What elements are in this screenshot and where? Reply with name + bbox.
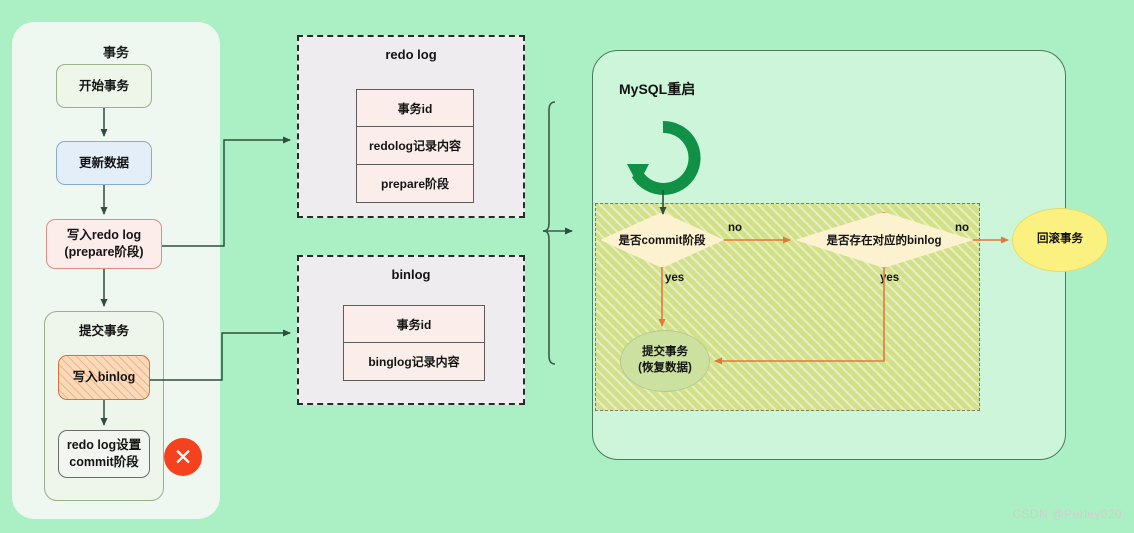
node-update-data[interactable]: 更新数据 (56, 141, 152, 185)
failure-cross-icon: ✕ (164, 438, 202, 476)
node-start-transaction-label: 开始事务 (78, 78, 129, 93)
edge-label-no-1: no (728, 222, 743, 234)
redo-log-row-prepare: prepare阶段 (380, 176, 450, 191)
mysql-restart-title: MySQL重启 (619, 81, 696, 97)
edge-label-yes-1: yes (665, 272, 685, 284)
node-redo-log-set-commit[interactable]: redo log设置 commit阶段 (58, 430, 150, 478)
decision-is-commit-stage-label: 是否commit阶段 (618, 235, 706, 247)
node-redo-log-set-commit-line2: commit阶段 (69, 455, 139, 469)
binlog-panel: binlog 事务id binglog记录内容 (297, 255, 525, 405)
node-write-redo-log-line2: (prepare阶段) (64, 245, 144, 259)
grouping-brace (542, 101, 556, 365)
outcome-commit-line1: 提交事务 (641, 346, 688, 359)
failure-cross-glyph: ✕ (173, 443, 193, 470)
redo-log-panel: redo log 事务id redolog记录内容 prepare阶段 (297, 35, 525, 218)
node-write-binlog-label: 写入binlog (72, 370, 136, 385)
node-write-redo-log[interactable]: 写入redo log (prepare阶段) (46, 219, 162, 269)
binlog-row-content: binglog记录内容 (368, 355, 460, 369)
node-write-binlog[interactable]: 写入binlog (58, 355, 150, 400)
outcome-commit-line2: (恢复数据) (638, 362, 692, 374)
edge-label-no-2: no (955, 222, 970, 234)
node-write-redo-log-label: 写入redo log (prepare阶段) (64, 227, 143, 261)
outcome-rollback-transaction-label: 回滚事务 (1037, 233, 1083, 246)
binlog-row-txn-id: 事务id (344, 306, 484, 343)
node-write-redo-log-line1: 写入redo log (66, 228, 142, 243)
redo-log-record-table: 事务id redolog记录内容 prepare阶段 (356, 89, 474, 203)
outcome-commit-transaction-label: 提交事务 (恢复数据) (638, 345, 692, 376)
outcome-commit-transaction[interactable]: 提交事务 (恢复数据) (620, 330, 710, 392)
binlog-record-table: 事务id binglog记录内容 (343, 305, 485, 381)
edge-label-yes-2: yes (880, 272, 900, 284)
outcome-rollback-transaction[interactable]: 回滚事务 (1012, 208, 1108, 272)
binlog-panel-title: binlog (391, 267, 431, 282)
redo-log-row-content: redolog记录内容 (357, 127, 473, 165)
node-start-transaction[interactable]: 开始事务 (56, 64, 152, 108)
decision-has-matching-binlog-label: 是否存在对应的binlog (826, 235, 942, 247)
redo-log-panel-title: redo log (385, 47, 437, 62)
node-redo-log-set-commit-label: redo log设置 commit阶段 (67, 437, 141, 471)
node-update-data-label: 更新数据 (78, 155, 129, 170)
redo-log-row-txn-id: 事务id (357, 90, 473, 128)
commit-transaction-group-title: 提交事务 (78, 324, 129, 338)
watermark: CSDN @Perley620 (1012, 507, 1122, 521)
node-redo-log-set-commit-line1: redo log设置 (66, 438, 142, 453)
transaction-panel-title: 事务 (102, 45, 129, 60)
